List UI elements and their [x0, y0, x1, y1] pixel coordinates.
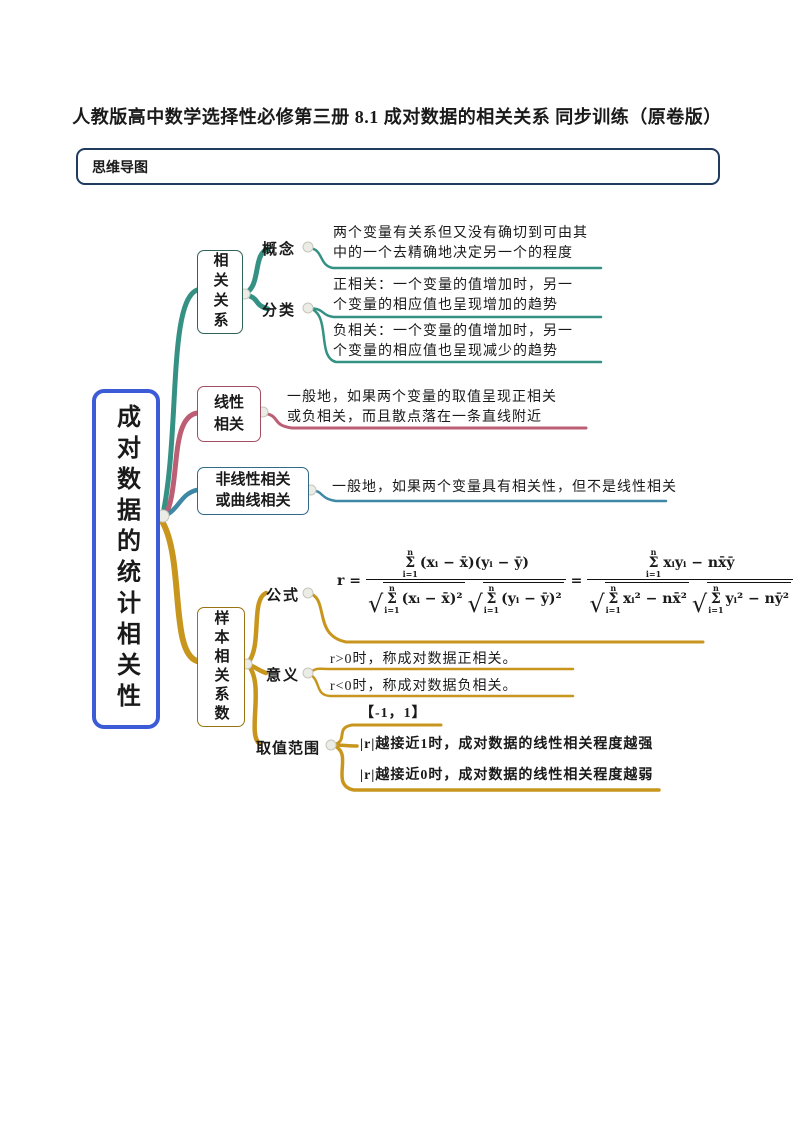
root-node-label: 成对数据的统计相关性	[112, 404, 139, 714]
node-nonlinear-label-line2: 或曲线相关	[215, 493, 291, 509]
node-relation-label: 相关关系	[211, 252, 228, 332]
connector-dot	[302, 667, 314, 679]
node-relation: 相关关系	[197, 250, 243, 334]
sigma-symbol: n Σ i=1	[646, 548, 661, 578]
radical-sign: √	[589, 590, 605, 619]
sqrt-term: √ n Σ i=1 yᵢ² − nȳ²	[691, 582, 792, 619]
connector-dot	[302, 241, 314, 253]
radical-sign: √	[691, 590, 708, 619]
text-linear-line2: 或负相关，而且散点落在一条直线附近	[287, 410, 542, 425]
text-nonlinear-correlation: 一般地，如果两个变量具有相关性，但不是线性相关	[332, 480, 677, 495]
curve-sample-to-range	[244, 661, 263, 747]
text-range-interval: 【-1，1】	[360, 706, 427, 721]
sigma-glyph: Σ	[710, 591, 721, 607]
text-linear-correlation: 一般地，如果两个变量的取值呈现正相关 或负相关，而且散点落在一条直线附近	[287, 388, 557, 428]
sigma-glyph: Σ	[386, 591, 397, 607]
formula-fraction-1: n Σ i=1 (xᵢ − x̄)(yᵢ − ȳ) √ n Σ i=1 (xᵢ	[365, 548, 566, 619]
sigma-glyph: Σ	[608, 591, 619, 607]
text-range-strong: |r|越接近1时，成对数据的线性相关程度越强	[360, 737, 654, 752]
node-nonlinear-label-line1: 非线性相关	[215, 472, 291, 488]
sigma-lower: i=1	[483, 605, 500, 615]
sigma-glyph: Σ	[405, 555, 416, 571]
sigma-lower: i=1	[645, 569, 662, 579]
sigma-upper: n	[650, 547, 657, 557]
text-negative-line1: 负相关：一个变量的值增加时，另一	[333, 324, 573, 339]
sigma-glyph: Σ	[486, 591, 497, 607]
curve-root-to-relation	[160, 287, 200, 517]
node-sample-coefficient-label: 样本相关系数	[212, 610, 229, 724]
text-range-weak: |r|越接近0时，成对数据的线性相关程度越弱	[360, 768, 654, 783]
correlation-coefficient-formula: r = n Σ i=1 (xᵢ − x̄)(yᵢ − ȳ) √ n Σ	[337, 548, 794, 619]
sqrt-term: √ n Σ i=1 xᵢ² − nx̄²	[589, 582, 689, 619]
fraction2-denominator-term-b: yᵢ² − nȳ²	[725, 591, 790, 607]
node-nonlinear: 非线性相关 或曲线相关	[197, 467, 309, 515]
label-meaning: 意义	[266, 668, 301, 684]
mindmap-root-node: 成对数据的统计相关性	[92, 389, 160, 729]
fraction1-denominator-term-b: (yᵢ − ȳ)²	[501, 591, 562, 607]
formula-equals: =	[570, 573, 583, 589]
label-class: 分类	[262, 303, 297, 319]
underline-formula	[306, 591, 705, 644]
text-meaning-negative: r<0时，称成对数据负相关。	[330, 679, 518, 694]
fraction2-denominator: √ n Σ i=1 xᵢ² − nx̄² √ n	[587, 579, 794, 619]
text-negative-line2: 个变量的相应值也呈现减少的趋势	[333, 344, 558, 359]
text-concept-line1: 两个变量有关系但又没有确切到可由其	[333, 226, 588, 241]
fraction2-numerator: n Σ i=1 xᵢyᵢ − nx̄ȳ	[640, 548, 741, 579]
node-linear: 线性 相关	[197, 386, 261, 442]
sigma-upper: n	[712, 583, 719, 593]
sigma-lower: i=1	[605, 605, 621, 615]
sigma-upper: n	[407, 547, 414, 557]
sigma-lower: i=1	[708, 605, 724, 615]
connector-dot	[325, 739, 337, 751]
page-title: 人教版高中数学选择性必修第三册 8.1 成对数据的相关关系 同步训练（原卷版）	[72, 107, 722, 127]
text-meaning-positive: r>0时，称成对数据正相关。	[330, 652, 518, 667]
label-formula: 公式	[266, 588, 301, 604]
sqrt-term: √ n Σ i=1 (xᵢ − x̄)²	[367, 582, 465, 619]
label-concept: 概念	[262, 242, 297, 258]
curve-root-to-linear	[160, 410, 200, 523]
fraction2-numerator-body: xᵢyᵢ − nx̄ȳ	[663, 555, 735, 571]
sigma-symbol: n Σ i=1	[484, 584, 499, 614]
text-linear-line1: 一般地，如果两个变量的取值呈现正相关	[287, 390, 557, 405]
text-positive-correlation: 正相关：一个变量的值增加时，另一 个变量的相应值也呈现增加的趋势	[333, 276, 573, 316]
text-positive-line2: 个变量的相应值也呈现增加的趋势	[333, 298, 558, 313]
node-linear-label-line2: 相关	[213, 417, 244, 433]
formula-lhs: r =	[337, 573, 361, 589]
radical-sign: √	[367, 590, 384, 619]
text-negative-correlation: 负相关：一个变量的值增加时，另一 个变量的相应值也呈现减少的趋势	[333, 322, 573, 362]
underline-range-weak	[330, 743, 661, 792]
connector-dot	[302, 587, 314, 599]
curve-sample-to-formula	[244, 590, 269, 667]
sigma-upper: n	[488, 583, 495, 593]
formula-fraction-2: n Σ i=1 xᵢyᵢ − nx̄ȳ √ n Σ i=1 xᵢ² − nx̄	[587, 548, 794, 619]
radical-sign: √	[467, 590, 483, 619]
section-header-label: 思维导图	[92, 160, 148, 176]
fraction1-denominator-term-a: (xᵢ − x̄)²	[401, 591, 463, 607]
curve-root-to-sample	[160, 520, 200, 664]
label-range: 取值范围	[256, 741, 321, 757]
sigma-lower: i=1	[384, 605, 400, 615]
sigma-symbol: n Σ i=1	[403, 548, 418, 578]
section-header-box: 思维导图	[76, 148, 720, 185]
sigma-upper: n	[610, 583, 617, 593]
sigma-symbol: n Σ i=1	[606, 584, 621, 614]
text-concept-line2: 中的一个去精确地决定另一个的程度	[333, 246, 573, 261]
sigma-lower: i=1	[402, 569, 418, 579]
sigma-symbol: n Σ i=1	[708, 584, 723, 614]
text-concept: 两个变量有关系但又没有确切到可由其 中的一个去精确地决定另一个的程度	[333, 224, 588, 264]
sigma-symbol: n Σ i=1	[384, 584, 399, 614]
text-positive-line1: 正相关：一个变量的值增加时，另一	[333, 278, 573, 293]
fraction1-numerator-body: (xᵢ − x̄)(yᵢ − ȳ)	[419, 555, 529, 571]
fraction1-denominator: √ n Σ i=1 (xᵢ − x̄)² √ n	[365, 579, 566, 619]
fraction2-denominator-term-a: xᵢ² − nx̄²	[622, 591, 687, 607]
underline-negative	[307, 306, 603, 364]
sigma-glyph: Σ	[648, 555, 659, 571]
sqrt-term: √ n Σ i=1 (yᵢ − ȳ)²	[467, 582, 564, 619]
sigma-upper: n	[389, 583, 395, 593]
fraction1-numerator: n Σ i=1 (xᵢ − x̄)(yᵢ − ȳ)	[397, 548, 535, 579]
connector-dot	[302, 302, 314, 314]
node-linear-label-line1: 线性	[213, 395, 244, 411]
node-sample-coefficient: 样本相关系数	[197, 607, 245, 727]
